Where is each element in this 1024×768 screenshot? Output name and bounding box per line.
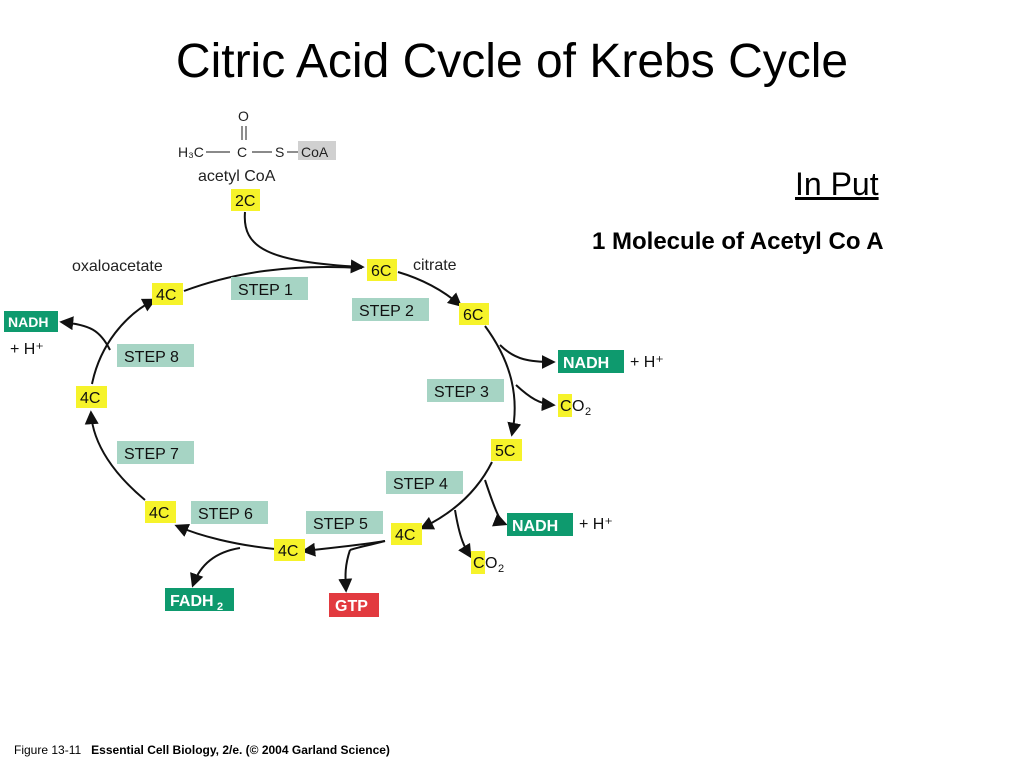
molecule-carbon: C (237, 144, 247, 160)
arrow-fadh (190, 547, 241, 588)
cycle-arrows (59, 211, 556, 593)
input-description: 1 Molecule of Acetyl Co A (592, 228, 884, 255)
carbon-oxaloacetate: 4C (156, 287, 176, 304)
carbon-malate: 4C (80, 390, 100, 407)
oxaloacetate-label: oxaloacetate (72, 258, 163, 275)
coa-box (298, 141, 336, 160)
arrow-step6 (174, 524, 276, 550)
step-7: STEP 7 (124, 446, 179, 463)
acetyl-coa-structure: O H₃C C S CoA acetyl CoA (178, 108, 336, 185)
molecule-oxygen: O (238, 108, 249, 124)
gtp-label: GTP (335, 598, 368, 615)
nadh-step3-label: NADH (563, 355, 609, 372)
arrow-step2 (397, 271, 463, 307)
input-heading: In Put (795, 166, 879, 202)
arrow-nadh-step3 (499, 344, 556, 369)
arrow-step8 (91, 298, 157, 385)
hplus-left-label: + H⁺ (10, 341, 44, 358)
acetyl-coa-name: acetyl CoA (198, 168, 276, 185)
hplus-step4-label: + H⁺ (579, 516, 613, 533)
molecule-h3c: H₃C (178, 144, 204, 160)
molecule-coa: CoA (301, 144, 329, 160)
citrate-label: citrate (413, 257, 457, 274)
carbon-succinate: 4C (278, 543, 298, 560)
step-3: STEP 3 (434, 384, 489, 401)
step-1: STEP 1 (238, 282, 293, 299)
caption-source: Essential Cell Biology, 2/e. (© 2004 Gar… (91, 743, 390, 757)
co2-step3-sub: 2 (585, 406, 591, 418)
caption-figure-number: Figure 13-11 (14, 743, 82, 757)
fadh-label: FADH (170, 593, 214, 610)
carbon-ketoglutarate: 5C (495, 443, 515, 460)
step-4: STEP 4 (393, 476, 448, 493)
arrow-nadh-out-left (59, 316, 111, 351)
arrow-gtp (338, 549, 353, 593)
fadh-sub: 2 (217, 601, 223, 613)
co2-step3-c: C (560, 398, 572, 415)
arrow-step4 (419, 461, 493, 530)
co2-step3-o: O (572, 398, 584, 415)
step-5: STEP 5 (313, 516, 368, 533)
step-8: STEP 8 (124, 349, 179, 366)
arrow-gtp-bracket (349, 540, 386, 551)
carbon-acetyl: 2C (235, 193, 255, 210)
arrow-step1 (183, 266, 363, 292)
products: NADH + H⁺ NADH + H⁺ C O 2 NADH + H⁺ C O … (4, 311, 664, 617)
carbon-succinyl: 4C (395, 527, 415, 544)
figure-caption: Figure 13-11 Essential Cell Biology, 2/e… (14, 743, 390, 757)
molecule-sulfur: S (275, 144, 284, 160)
nadh-step4-label: NADH (512, 518, 558, 535)
carbon-isocitrate: 6C (463, 307, 483, 324)
slide-title: Citric Acid Cvcle of Krebs Cycle (175, 35, 849, 88)
arrow-step3 (484, 325, 522, 437)
arrow-step5 (301, 540, 386, 557)
arrow-co2-step4 (454, 509, 472, 559)
arrow-co2-step3 (515, 384, 556, 412)
arrow-step7 (84, 410, 146, 501)
carbon-citrate: 6C (371, 263, 391, 280)
carbon-boxes: 2C 6C 6C 5C 4C 4C 4C 4C 4C (76, 189, 522, 561)
step-2: STEP 2 (359, 303, 414, 320)
step-6: STEP 6 (198, 506, 253, 523)
co2-step4-o: O (485, 555, 497, 572)
hplus-step3-label: + H⁺ (630, 354, 664, 371)
co2-step4-c: C (473, 555, 485, 572)
co2-step4-sub: 2 (498, 563, 504, 575)
arrow-nadh-step4 (484, 479, 508, 527)
nadh-left-label: NADH (8, 314, 48, 330)
arrow-acetyl-in (243, 211, 365, 274)
carbon-fumarate: 4C (149, 505, 169, 522)
step-boxes: STEP 1 STEP 2 STEP 3 STEP 4 STEP 5 STEP … (117, 277, 504, 534)
